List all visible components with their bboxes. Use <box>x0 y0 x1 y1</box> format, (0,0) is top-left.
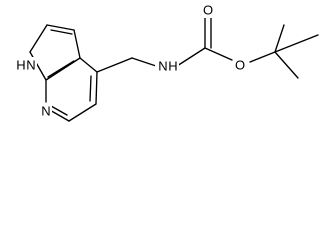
bond-c7a-n1 <box>29 51 47 81</box>
bond-c4-c5-double <box>89 75 92 102</box>
bond-c2-c3-double <box>50 29 73 35</box>
molecule-diagram: H N N N H O O <box>16 2 319 122</box>
amide-n-label: N <box>158 58 167 73</box>
bond-tertiary-c-methyl-right <box>274 34 319 53</box>
ester-o-label: O <box>235 57 245 72</box>
bond-tertiary-c-methyl-top <box>274 24 285 53</box>
carbonyl-o-label: O <box>203 2 213 17</box>
bond-ester-o-tertiary-c <box>249 51 276 63</box>
bond-carbonyl-c-ester-o <box>204 47 233 61</box>
ring-nh-knockout <box>17 57 37 74</box>
ester-o-knockout <box>233 58 247 73</box>
bond-c3a-c4 <box>79 57 98 73</box>
bond-c4-c5 <box>95 71 98 105</box>
bond-c2-c3 <box>46 24 75 31</box>
structure-svg: H N N N H O O <box>16 2 319 122</box>
bond-c3-c3a <box>73 29 81 59</box>
bond-c6-n7-double <box>50 105 68 116</box>
bond-tertiary-c-methyl-bottom <box>274 51 299 79</box>
ring-nh-h-label: H <box>16 57 25 72</box>
carbonyl-o-knockout <box>201 3 215 18</box>
bond-c4-ch2 <box>96 57 133 73</box>
amide-nh-knockout <box>155 58 179 75</box>
amide-h-label: H <box>168 58 177 73</box>
bond-n1-c2 <box>29 24 48 53</box>
ring-nh-n-label: N <box>26 57 35 72</box>
bond-c3a-c7a-double <box>47 60 75 78</box>
bond-ch2-nh <box>131 57 157 67</box>
pyridine-n-knockout <box>39 104 52 119</box>
bond-c5-c6 <box>68 103 97 122</box>
pyridine-n-label: N <box>41 103 50 118</box>
bond-c3a-c7a <box>45 57 81 81</box>
bond-nh-carbonyl-c <box>176 47 206 67</box>
